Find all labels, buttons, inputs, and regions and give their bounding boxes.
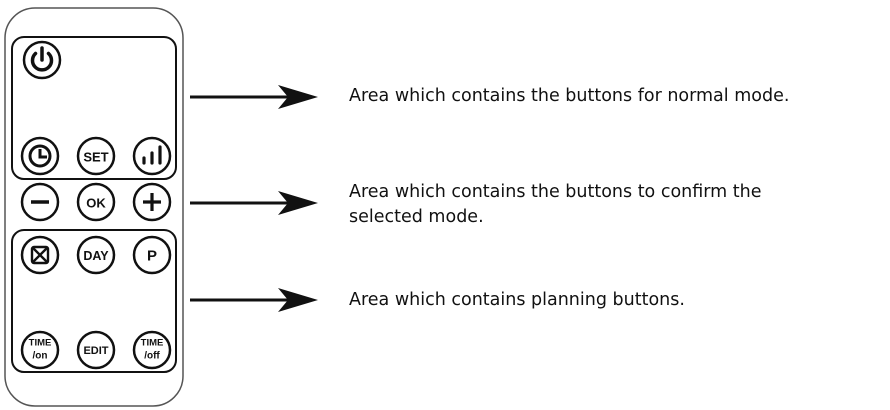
program-button[interactable]: P [132, 235, 172, 275]
normal-mode-panel [11, 36, 177, 180]
edit-button[interactable]: EDIT [76, 330, 116, 370]
planning-panel [11, 229, 177, 373]
window-button[interactable] [20, 235, 60, 275]
planning-description: Area which contains planning buttons. [349, 290, 685, 310]
confirm-description: Area which contains the buttons to confi… [349, 182, 762, 227]
plus-button[interactable] [132, 182, 172, 222]
program-label: P [147, 248, 157, 265]
time-on-bottom-label: /on [33, 351, 48, 362]
clock-icon [28, 144, 52, 168]
day-button[interactable]: DAY [76, 235, 116, 275]
power-button[interactable] [22, 40, 62, 80]
normal-mode-description: Area which contains the buttons for norm… [349, 86, 790, 106]
arrow-confirm [190, 191, 318, 215]
minus-button[interactable] [20, 182, 60, 222]
ok-label: OK [86, 196, 106, 211]
remote-control: SET OK DAY [4, 7, 184, 407]
edit-label: EDIT [83, 345, 108, 357]
ok-button[interactable]: OK [76, 182, 116, 222]
time-off-button[interactable]: TIME /off [132, 330, 172, 370]
time-on-button[interactable]: TIME /on [20, 330, 60, 370]
day-label: DAY [83, 249, 109, 263]
time-off-top-label: TIME [141, 338, 164, 349]
arrow-normal-mode [190, 85, 318, 109]
signal-bars-icon [142, 145, 162, 165]
time-off-bottom-label: /off [144, 351, 160, 362]
power-icon [30, 46, 54, 72]
arrow-planning [190, 288, 318, 312]
plus-icon [143, 193, 161, 211]
time-on-top-label: TIME [29, 338, 52, 349]
level-button[interactable] [132, 136, 172, 176]
set-button[interactable]: SET [76, 136, 116, 176]
clock-button[interactable] [20, 136, 60, 176]
window-icon [30, 245, 50, 265]
set-label: SET [83, 150, 108, 165]
